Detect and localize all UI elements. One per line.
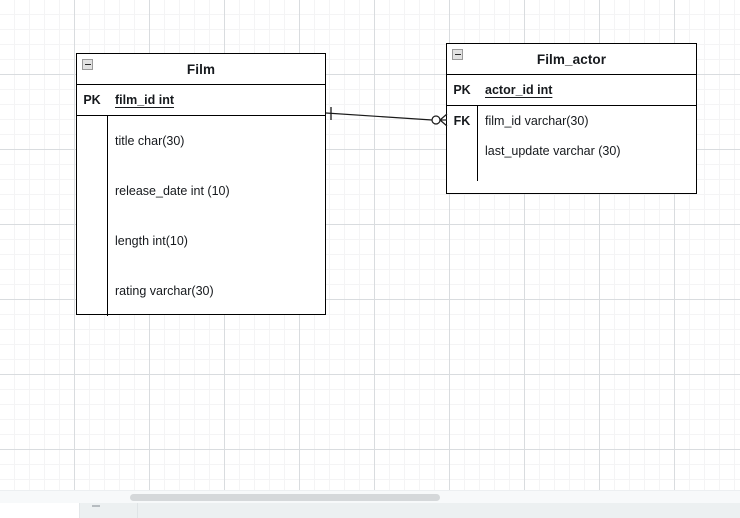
cardinality-zero-circle: [431, 115, 441, 125]
bottom-panel-remainder: [138, 503, 740, 518]
entity-film-actor[interactable]: Film_actor PK actor_id int FK film_id va…: [446, 43, 697, 194]
entity-film-actor-attribute-row[interactable]: FK film_id varchar(30): [447, 106, 696, 136]
entity-film[interactable]: Film PK film_id int title char(30) relea…: [76, 53, 326, 316]
entity-film-actor-column-divider: [477, 106, 479, 181]
bottom-panel: [0, 503, 740, 518]
entity-film-attributes: title char(30) release_date int (10) len…: [77, 116, 325, 316]
diagram-canvas[interactable]: Film PK film_id int title char(30) relea…: [0, 0, 740, 490]
entity-film-actor-attributes: FK film_id varchar(30) last_update varch…: [447, 106, 696, 181]
horizontal-scrollbar-thumb[interactable]: [130, 494, 440, 501]
entity-film-actor-attribute-name: last_update varchar (30): [485, 144, 621, 158]
minus-box-icon[interactable]: [82, 59, 93, 70]
entity-film-attribute-name: rating varchar(30): [115, 284, 214, 298]
horizontal-scrollbar[interactable]: [0, 490, 740, 503]
entity-film-actor-attribute-key: FK: [453, 114, 471, 128]
relationship-line: [325, 112, 433, 121]
entity-film-attribute-row[interactable]: length int(10): [77, 216, 325, 266]
entity-film-actor-attribute-row[interactable]: last_update varchar (30): [447, 136, 696, 166]
entity-film-actor-title: Film_actor: [536, 51, 607, 67]
entity-film-attribute-row[interactable]: title char(30): [77, 116, 325, 166]
entity-film-header: Film: [77, 54, 325, 85]
entity-film-attribute-row[interactable]: release_date int (10): [77, 166, 325, 216]
entity-film-actor-attribute-name: film_id varchar(30): [485, 114, 589, 128]
entity-film-attribute-name: title char(30): [115, 134, 185, 148]
entity-film-actor-pk-row[interactable]: PK actor_id int: [447, 75, 696, 106]
entity-film-pk-name: film_id int: [115, 93, 175, 107]
bottom-panel-left-area: [0, 503, 80, 518]
entity-film-actor-pk-name: actor_id int: [485, 83, 553, 97]
entity-film-attribute-row[interactable]: rating varchar(30): [77, 266, 325, 316]
entity-film-column-divider: [107, 116, 109, 316]
entity-film-attribute-name: release_date int (10): [115, 184, 230, 198]
bottom-panel-tab[interactable]: [80, 503, 138, 518]
entity-film-title: Film: [186, 61, 216, 77]
entity-film-actor-header: Film_actor: [447, 44, 696, 75]
entity-film-actor-pk-key: PK: [453, 83, 471, 97]
entity-film-pk-row[interactable]: PK film_id int: [77, 85, 325, 116]
entity-film-attribute-name: length int(10): [115, 234, 188, 248]
minus-box-icon[interactable]: [452, 49, 463, 60]
entity-film-pk-key: PK: [83, 93, 101, 107]
